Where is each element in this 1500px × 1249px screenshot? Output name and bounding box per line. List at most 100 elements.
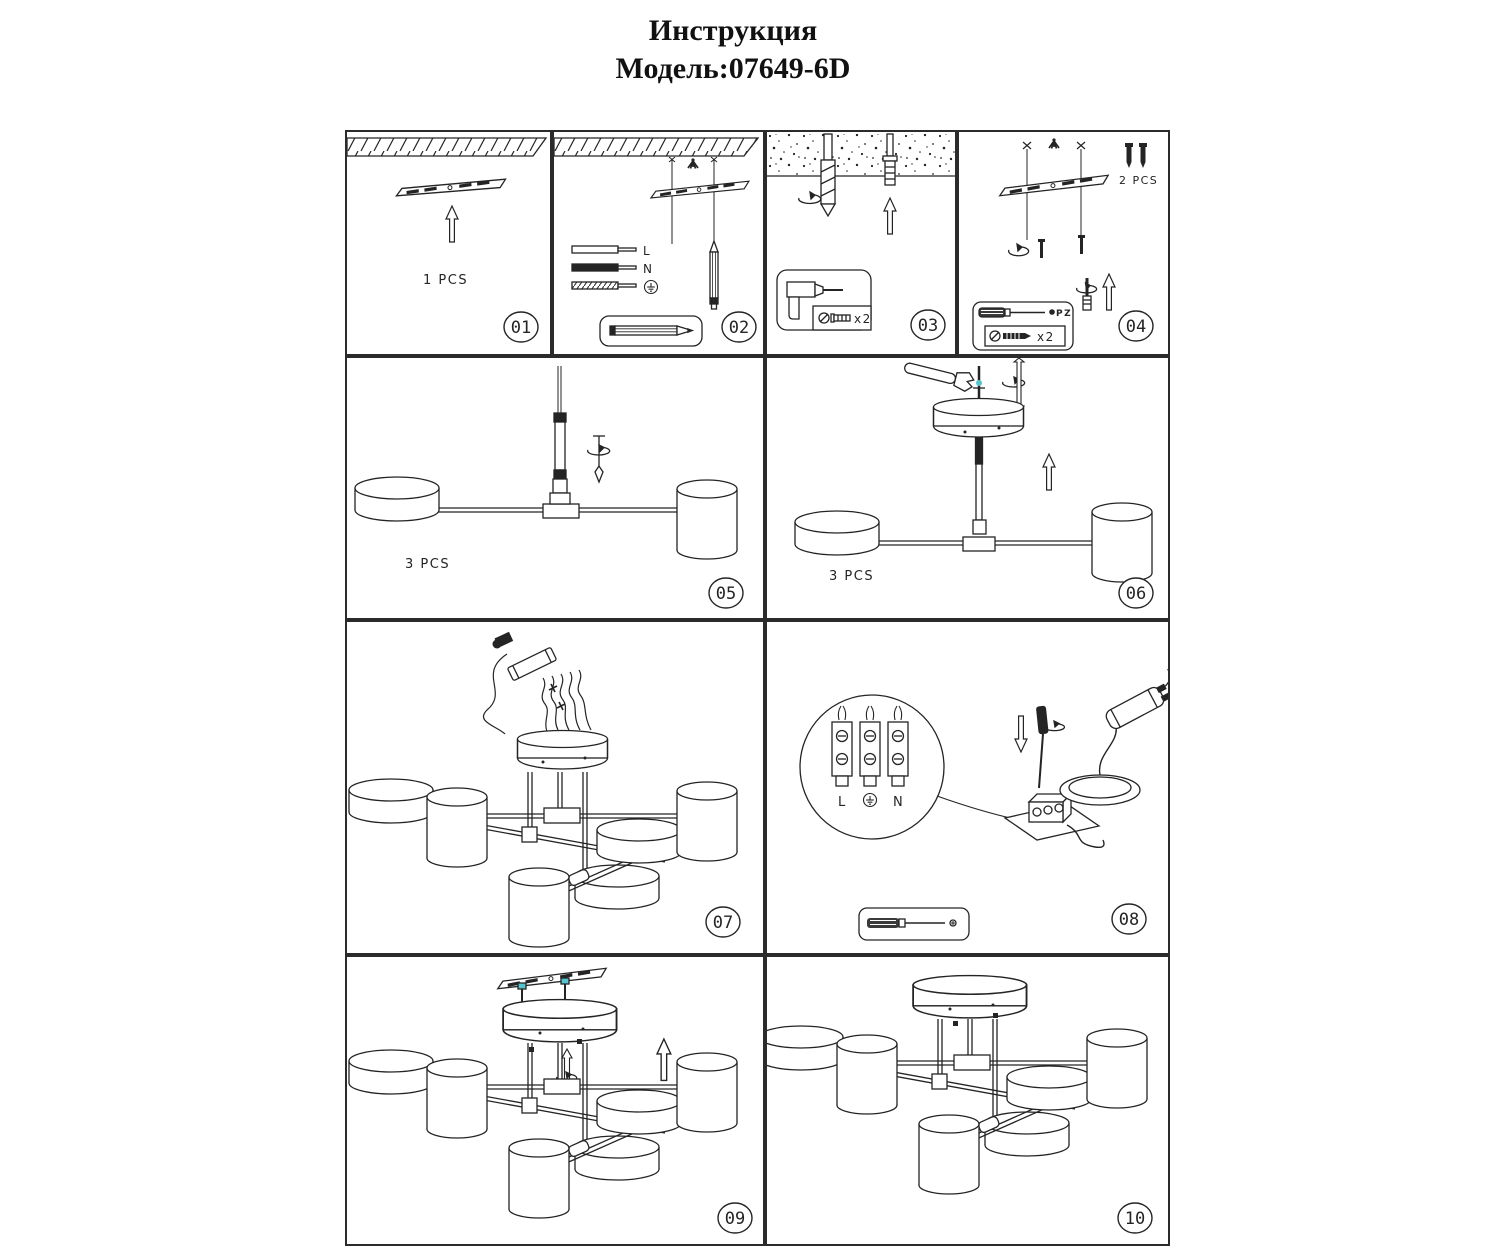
ceiling-hatch xyxy=(554,137,760,157)
mounting-bracket xyxy=(496,967,608,990)
lamp-arm xyxy=(875,540,1099,546)
chandelier-body xyxy=(767,1019,1147,1194)
arrow-up-icon xyxy=(445,205,459,243)
earth-icon xyxy=(643,279,659,295)
drill-bit xyxy=(819,133,837,218)
diameter-icon xyxy=(818,312,830,324)
shade-cylinder xyxy=(1091,502,1153,583)
rotate-arrow-icon xyxy=(1007,242,1030,257)
panel-step-04: 2 PCS PZ x2 04 xyxy=(957,130,1170,356)
stem-rod xyxy=(972,437,987,535)
arrow-down-icon xyxy=(1014,715,1028,753)
lamp-arm xyxy=(435,507,685,513)
chandelier-body xyxy=(349,1043,737,1218)
svg-text:05: 05 xyxy=(716,584,736,604)
panel-step-02: L N 02 xyxy=(552,130,765,356)
step-number-badge: 01 xyxy=(503,311,539,343)
title-line2: Модель:07649-6D xyxy=(615,52,851,85)
wall-anchor xyxy=(882,133,898,186)
wire-bundle-icon xyxy=(1048,137,1060,150)
step-10-illustration: 10 xyxy=(767,974,1153,1234)
step-09-illustration: 09 xyxy=(347,967,753,1234)
wrench-icon xyxy=(904,362,975,392)
step-number-badge: 03 xyxy=(910,309,946,341)
qty-label: 3 PCS xyxy=(829,569,874,584)
arrow-up-icon xyxy=(1102,273,1116,311)
terminal-live-label: L xyxy=(838,795,847,810)
step-number-badge: 07 xyxy=(705,906,741,938)
svg-text:09: 09 xyxy=(725,1209,745,1229)
ceiling-hatch xyxy=(347,137,548,157)
step-number-badge: 05 xyxy=(708,577,744,609)
screwdriver-vertical xyxy=(1036,705,1066,789)
svg-text:08: 08 xyxy=(1119,910,1139,930)
screw-qty-label: x2 xyxy=(1037,330,1055,344)
accent-dot xyxy=(976,380,982,386)
driver-wire xyxy=(1098,725,1117,776)
arrow-up-icon xyxy=(1042,453,1056,491)
svg-text:06: 06 xyxy=(1126,584,1146,604)
shade-drum xyxy=(794,510,880,556)
rotate-arrow-icon xyxy=(1002,358,1026,414)
supply-wires xyxy=(483,653,592,735)
sheet-title: Инструкция Модель:07649-6D xyxy=(0,12,1466,88)
ceiling-canopy xyxy=(932,397,1025,438)
pencil-tool-box xyxy=(599,315,703,347)
svg-text:04: 04 xyxy=(1126,317,1146,337)
wire-sleeve xyxy=(507,647,557,681)
step-03-illustration: x2 03 xyxy=(767,133,955,341)
arm-hub xyxy=(962,536,996,552)
panel-step-09: 09 xyxy=(345,955,765,1246)
ceiling-canopy xyxy=(516,729,609,770)
arrow-up-icon xyxy=(883,197,897,235)
step-08-illustration: L N 08 xyxy=(799,668,1168,941)
anchor-qty-label: x2 xyxy=(854,312,872,326)
drill-tool-box xyxy=(776,269,872,331)
qty-label: 1 PCS xyxy=(423,273,468,288)
mounting-bracket xyxy=(649,180,751,199)
svg-text:07: 07 xyxy=(713,913,733,933)
mounting-bracket xyxy=(395,178,507,197)
panel-step-06: 3 PCS 06 xyxy=(765,356,1170,620)
mains-plug xyxy=(492,631,514,649)
anchor-icon xyxy=(830,313,851,323)
screwdriver-tool-box xyxy=(858,907,970,941)
step-06-illustration: 3 PCS 06 xyxy=(794,358,1154,609)
svg-text:02: 02 xyxy=(729,318,749,338)
wire-neutral-label: N xyxy=(643,262,653,276)
screw-into-anchor xyxy=(1075,278,1098,311)
wire-legend xyxy=(571,245,659,295)
step-number-badge: 06 xyxy=(1118,577,1154,609)
twist-marks xyxy=(548,683,566,711)
chandelier-body xyxy=(349,772,737,947)
mark-x xyxy=(1022,141,1086,150)
bracket-screws xyxy=(517,977,570,1003)
rotate-arrow-icon xyxy=(798,190,822,205)
screwdriver-tool-box xyxy=(972,301,1074,351)
marking-pencil xyxy=(709,239,719,310)
svg-text:03: 03 xyxy=(918,316,938,336)
panel-step-01: 1 PCS 01 xyxy=(345,130,552,356)
panel-step-07: 07 xyxy=(345,620,765,955)
led-driver xyxy=(1105,668,1168,730)
step-number-badge: 10 xyxy=(1117,1202,1153,1234)
step-number-badge: 04 xyxy=(1118,310,1154,342)
panel-step-10: 10 xyxy=(765,955,1170,1246)
terminal-magnifier xyxy=(799,694,1020,840)
terminal-neutral-label: N xyxy=(893,795,904,810)
concrete-ceiling xyxy=(767,134,955,176)
terminal-assembly xyxy=(1003,792,1105,849)
step-number-badge: 08 xyxy=(1111,903,1147,935)
screw-small xyxy=(1038,235,1085,258)
svg-text:01: 01 xyxy=(511,318,531,338)
svg-text:10: 10 xyxy=(1125,1209,1145,1229)
screws-qty-label: 2 PCS xyxy=(1119,174,1158,187)
wire-live-label: L xyxy=(643,244,651,258)
shade-drum xyxy=(354,476,440,522)
step-04-illustration: 2 PCS PZ x2 04 xyxy=(972,137,1158,351)
stem-rod xyxy=(549,366,571,505)
panel-step-08: L N 08 xyxy=(765,620,1170,955)
canopy-ring xyxy=(1059,774,1141,806)
ceiling-canopy xyxy=(502,998,618,1052)
